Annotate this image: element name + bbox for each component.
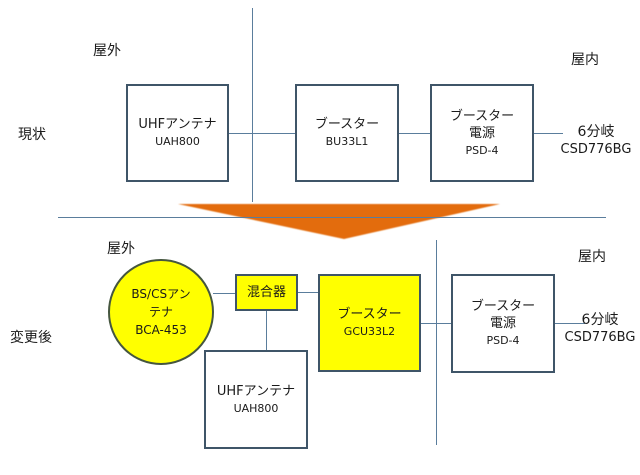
changed-splitter-name: 6分岐 [581, 312, 619, 328]
current-booster-power-box: ブースター 電源 PSD-4 [430, 84, 534, 182]
changed-booster-name: ブースター [337, 307, 402, 322]
current-row-label: 現状 [18, 127, 46, 143]
splitter-name: 6分岐 [577, 124, 615, 140]
connector-mixer-booster [297, 292, 318, 293]
changed-splitter: 6分岐 CSD776BG [560, 311, 640, 347]
changed-booster-power-name-2: 電源 [489, 316, 516, 331]
current-uhf-antenna-box: UHFアンテナ UAH800 [126, 84, 229, 182]
changed-boundary-line [436, 240, 437, 445]
current-booster-box: ブースター BU33L1 [295, 84, 399, 182]
booster-power-name-1: ブースター [449, 108, 515, 124]
splitter-model: CSD776BG [560, 142, 632, 157]
changed-uhf-antenna-name: UHFアンテナ [216, 383, 296, 399]
connector-bscs-mixer [213, 293, 235, 294]
booster-model: BU33L1 [325, 135, 369, 148]
changed-row-label: 変更後 [10, 330, 52, 346]
current-outdoor-label: 屋外 [93, 43, 121, 59]
connector-uhf-booster [228, 133, 295, 134]
connector-power-splitter [533, 133, 563, 134]
bs-cs-antenna-name-2: テナ [148, 305, 173, 319]
changed-booster-power-name-1: ブースター [470, 299, 536, 314]
booster-power-name-2: 電源 [468, 125, 495, 141]
changed-booster-power-model: PSD-4 [486, 334, 520, 347]
changed-uhf-antenna-box: UHFアンテナ UAH800 [204, 350, 308, 449]
section-divider [58, 217, 606, 218]
bs-cs-antenna-name-1: BS/CSアン [131, 287, 191, 301]
mixer-box: 混合器 [235, 274, 298, 311]
bs-cs-antenna-model: BCA-453 [135, 323, 187, 337]
connector-booster-power-2 [420, 323, 451, 324]
connector-booster-power [398, 133, 430, 134]
connector-power-splitter-2 [554, 323, 585, 324]
changed-splitter-model: CSD776BG [564, 330, 636, 345]
booster-power-model: PSD-4 [465, 143, 499, 157]
uhf-antenna-name: UHFアンテナ [138, 117, 217, 132]
changed-booster-box: ブースター GCU33L2 [318, 274, 421, 372]
down-arrow-icon [178, 204, 500, 239]
uhf-antenna-model: UAH800 [155, 135, 200, 148]
mixer-name: 混合器 [246, 285, 286, 300]
bs-cs-antenna-circle: BS/CSアン テナ BCA-453 [108, 259, 214, 365]
current-splitter: 6分岐 CSD776BG [556, 123, 636, 159]
booster-name: ブースター [314, 117, 380, 132]
changed-uhf-antenna-model: UAH800 [233, 401, 279, 415]
connector-mixer-uhf [266, 310, 267, 350]
current-boundary-line [252, 8, 253, 202]
changed-outdoor-label: 屋外 [107, 241, 135, 257]
changed-indoor-label: 屋内 [578, 249, 606, 265]
current-indoor-label: 屋内 [571, 52, 599, 68]
changed-booster-power-box: ブースター 電源 PSD-4 [451, 274, 555, 373]
changed-booster-model: GCU33L2 [343, 325, 396, 338]
